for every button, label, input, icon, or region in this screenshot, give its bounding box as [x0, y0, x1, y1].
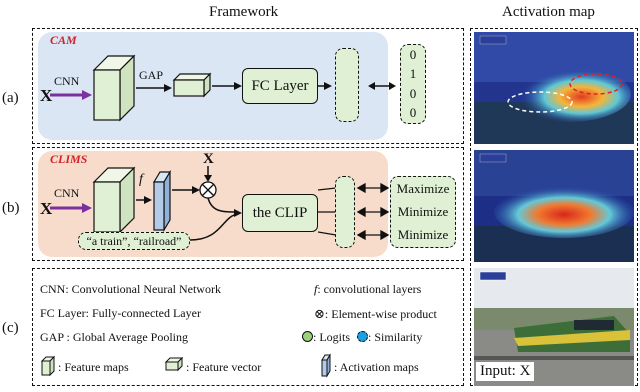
legend-gap: GAP : Global Average Pooling — [40, 330, 188, 344]
legend-f: f: convolutional layers — [314, 282, 421, 297]
target-3: 0 — [409, 105, 417, 121]
clims-activation-image — [474, 150, 634, 262]
cam-activation-image — [474, 32, 634, 144]
clims-cnn-label: CNN — [54, 186, 80, 200]
legend-logits-similarity: : Logits : Similarity — [302, 330, 422, 345]
clims-activation-map-icon — [152, 169, 172, 233]
element-wise-product-icon: ⊗ — [314, 306, 325, 321]
legend-f-text: : convolutional layers — [317, 282, 422, 296]
legend-feature-vector: : Feature vector — [186, 360, 262, 374]
legend-panel — [32, 268, 464, 386]
legend-logits-text: : Logits — [313, 330, 351, 344]
cam-feature-vector-icon — [172, 72, 212, 98]
logits-pill — [335, 48, 359, 122]
row-label-a: (a) — [2, 90, 19, 106]
legend-similarity-text: : Similarity — [368, 330, 423, 344]
similarity-pill — [335, 176, 355, 248]
legend-ewp-text: : Element-wise product — [324, 307, 437, 321]
legend-f-symbol: f — [314, 282, 318, 296]
legend-fc: FC Layer: Fully-connected Layer — [40, 306, 201, 320]
row-label-b: (b) — [2, 200, 20, 216]
row-label-c: (c) — [2, 320, 19, 336]
cam-gap-label: GAP — [139, 68, 164, 82]
clip-box: the CLIP — [242, 194, 318, 232]
clims-panel — [32, 147, 464, 261]
objective-minimize-1: Minimize — [397, 203, 449, 219]
clims-input-x: X — [40, 199, 53, 218]
cam-input-x: X — [40, 86, 53, 105]
legend-feature-maps: : Feature maps — [58, 360, 129, 374]
cam-feature-map-icon — [92, 54, 136, 122]
activation-map-header: Activation map — [502, 4, 595, 20]
clims-title: CLIMS — [50, 152, 88, 166]
fc-layer-box: FC Layer — [242, 68, 318, 104]
target-1: 1 — [409, 66, 417, 82]
legend-activation-maps: : Activation maps — [334, 360, 419, 374]
legend-cnn: CNN: Convolutional Neural Network — [40, 282, 221, 296]
objective-maximize: Maximize — [396, 180, 450, 196]
activation-map-legend-icon — [321, 353, 331, 378]
cam-input-arrowhead — [82, 90, 92, 100]
clims-x-top: X — [203, 151, 214, 167]
clims-feature-map-icon — [92, 166, 136, 234]
text-prompt-pill: “a train”, “railroad” — [78, 232, 190, 250]
input-caption: Input: X — [476, 362, 535, 381]
target-2: 0 — [409, 85, 417, 101]
logit-dot-icon — [302, 331, 313, 342]
input-photo: Input: X — [474, 268, 634, 386]
target-0: 0 — [409, 46, 417, 62]
legend-ewp: ⊗: Element-wise product — [314, 306, 437, 322]
target-labels-pill: 0 1 0 0 — [400, 44, 426, 124]
conv-f-label: f — [139, 172, 143, 187]
element-wise-product-icon — [199, 181, 217, 199]
feature-map-legend-icon — [40, 355, 56, 377]
cam-cnn-label: CNN — [54, 74, 80, 88]
objective-minimize-2: Minimize — [397, 227, 449, 243]
similarity-dot-icon — [357, 331, 369, 342]
feature-vector-legend-icon — [164, 356, 184, 372]
cam-panel — [32, 28, 464, 144]
cam-title: CAM — [50, 33, 77, 47]
objectives-pill: Maximize Minimize Minimize — [390, 176, 456, 248]
framework-header: Framework — [209, 4, 279, 20]
